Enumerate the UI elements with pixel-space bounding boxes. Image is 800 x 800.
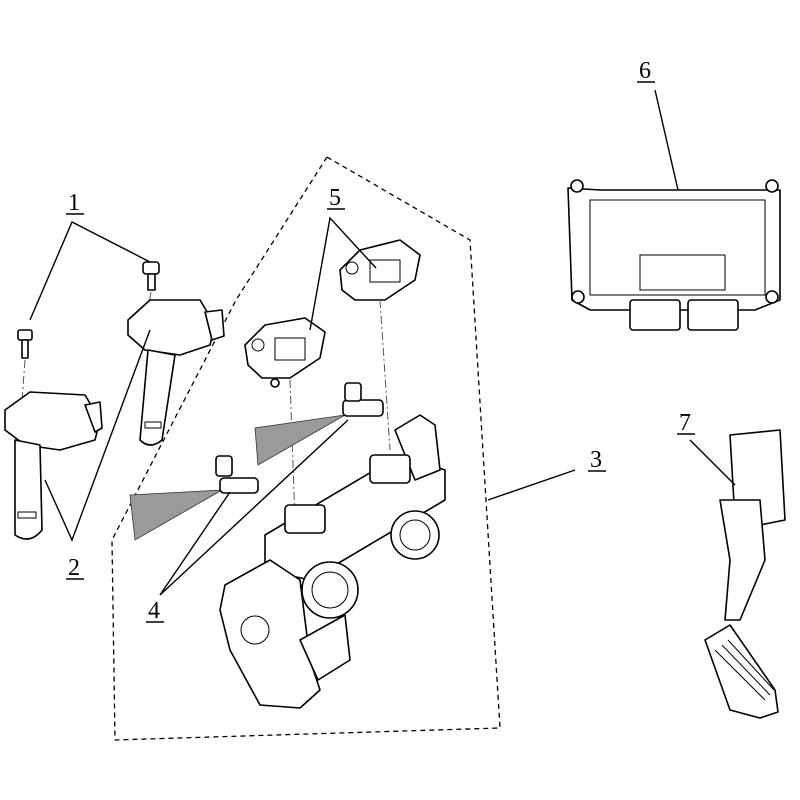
fuel-injector-lower <box>129 455 259 541</box>
callout-3-label: 3 <box>590 447 602 473</box>
bolt-right <box>142 261 160 291</box>
assembly-boundary <box>111 156 501 741</box>
sensor-axis-upper <box>379 299 391 451</box>
callout-7: 7 <box>677 410 695 436</box>
callout-5-label: 5 <box>329 185 341 211</box>
leader-line-6 <box>654 89 679 191</box>
callout-2: 2 <box>66 555 84 581</box>
callout-2-label: 2 <box>68 555 80 581</box>
callout-6-label: 6 <box>639 58 651 84</box>
map-sensor-lower <box>244 317 326 388</box>
callout-6: 6 <box>637 58 655 84</box>
callout-1-label: 1 <box>68 190 80 216</box>
leader-lines <box>29 89 736 596</box>
accelerator-pedal <box>704 429 786 719</box>
map-sensor-upper <box>339 239 421 301</box>
leader-line-7 <box>689 439 736 486</box>
callout-5: 5 <box>327 185 345 211</box>
callout-7-label: 7 <box>679 410 691 436</box>
throttle-body-assembly <box>219 414 446 709</box>
leader-line-3 <box>487 469 576 501</box>
engine-control-unit <box>567 179 781 331</box>
callout-4: 4 <box>146 598 164 624</box>
callout-3: 3 <box>588 447 606 473</box>
bolt-axis-right <box>147 291 152 311</box>
callout-4-label: 4 <box>148 598 160 624</box>
bolt-axis-left <box>21 359 26 401</box>
ignition-coil-right <box>127 299 225 446</box>
sensor-axis-lower <box>289 379 296 521</box>
leader-line-2 <box>44 329 151 542</box>
leader-line-5 <box>309 216 377 331</box>
callout-1: 1 <box>66 190 84 216</box>
leader-line-4 <box>159 419 349 596</box>
leader-line-1 <box>29 221 151 321</box>
ignition-coil-left <box>4 391 103 540</box>
fuel-injector-upper <box>254 382 384 466</box>
bolt-left <box>17 329 33 359</box>
